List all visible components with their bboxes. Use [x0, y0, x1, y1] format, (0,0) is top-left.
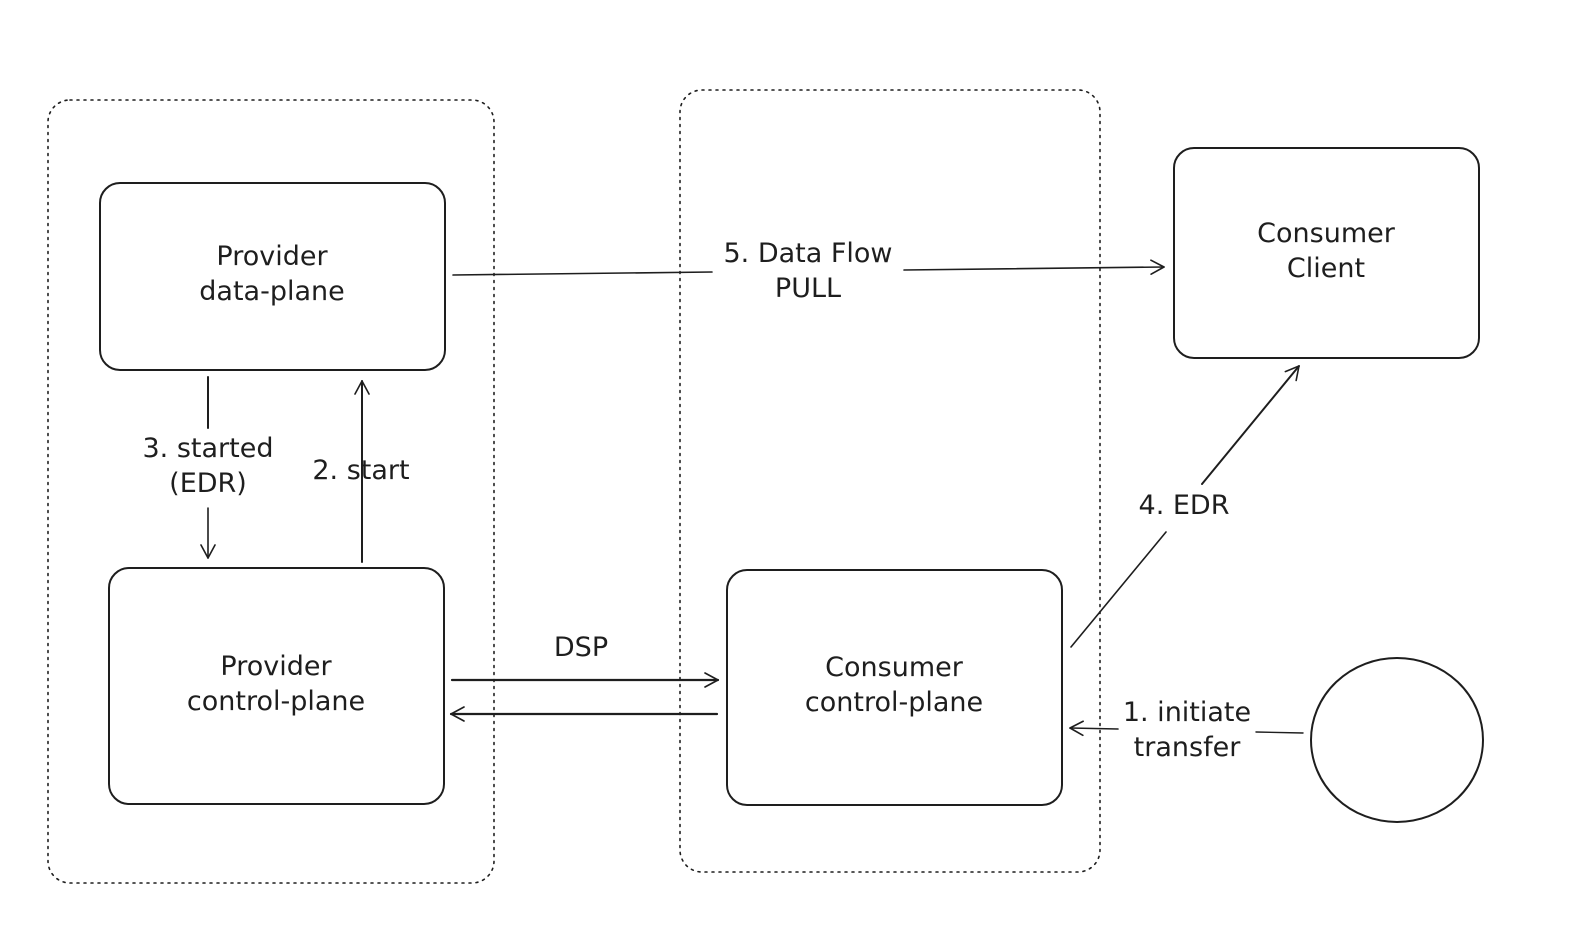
consumer-client-label-line1: Consumer	[1257, 218, 1395, 249]
consumer-control-plane-box[interactable]	[726, 569, 1063, 806]
consumer-control-plane-label: Consumer control-plane	[779, 650, 1009, 720]
started-edr-label-line1: 3. started	[142, 433, 274, 464]
data-flow-pull-label-line1: 5. Data Flow	[723, 238, 893, 269]
initiate-transfer-label: 1. initiate transfer	[1112, 695, 1262, 765]
provider-control-plane-label: Provider control-plane	[161, 649, 391, 719]
data-flow-pull-label-line2: PULL	[774, 273, 842, 304]
data-flow-pull-arrow	[903, 259, 1165, 275]
edr-arrow	[1201, 365, 1300, 485]
start-label-line1: 2. start	[312, 455, 410, 486]
provider-group-boundary	[47, 99, 495, 884]
provider-data-plane-label-line1: Provider	[216, 241, 328, 272]
dsp-label-line1: DSP	[553, 632, 609, 663]
user-actor-circle[interactable]	[1310, 657, 1484, 823]
initiate-transfer-line-segment	[1255, 731, 1304, 734]
provider-control-plane-label-line2: control-plane	[186, 686, 366, 717]
dsp-label: DSP	[531, 630, 631, 665]
consumer-control-plane-label-line2: control-plane	[804, 687, 984, 718]
initiate-transfer-arrow	[1069, 720, 1119, 737]
edr-line-segment	[1070, 531, 1167, 648]
consumer-client-box[interactable]	[1173, 147, 1480, 359]
provider-control-plane-box[interactable]	[108, 567, 445, 805]
consumer-group-boundary	[679, 89, 1101, 873]
initiate-transfer-label-line1: 1. initiate	[1122, 697, 1252, 728]
edr-label-line1: 4. EDR	[1138, 490, 1230, 521]
data-flow-pull-label: 5. Data Flow PULL	[703, 236, 913, 306]
started-edr-label: 3. started (EDR)	[128, 431, 288, 501]
consumer-client-label: Consumer Client	[1226, 216, 1426, 286]
provider-control-plane-label-line1: Provider	[220, 651, 332, 682]
provider-data-plane-box[interactable]	[99, 182, 446, 371]
edr-label: 4. EDR	[1124, 488, 1244, 523]
provider-data-plane-label: Provider data-plane	[172, 239, 372, 309]
consumer-client-label-line2: Client	[1286, 253, 1366, 284]
provider-data-plane-label-line2: data-plane	[199, 276, 345, 307]
started-edr-label-line2: (EDR)	[169, 468, 247, 499]
start-label: 2. start	[296, 453, 426, 488]
initiate-transfer-label-line2: transfer	[1133, 732, 1241, 763]
data-flow-pull-line-segment	[452, 271, 713, 276]
consumer-control-plane-label-line1: Consumer	[825, 652, 963, 683]
